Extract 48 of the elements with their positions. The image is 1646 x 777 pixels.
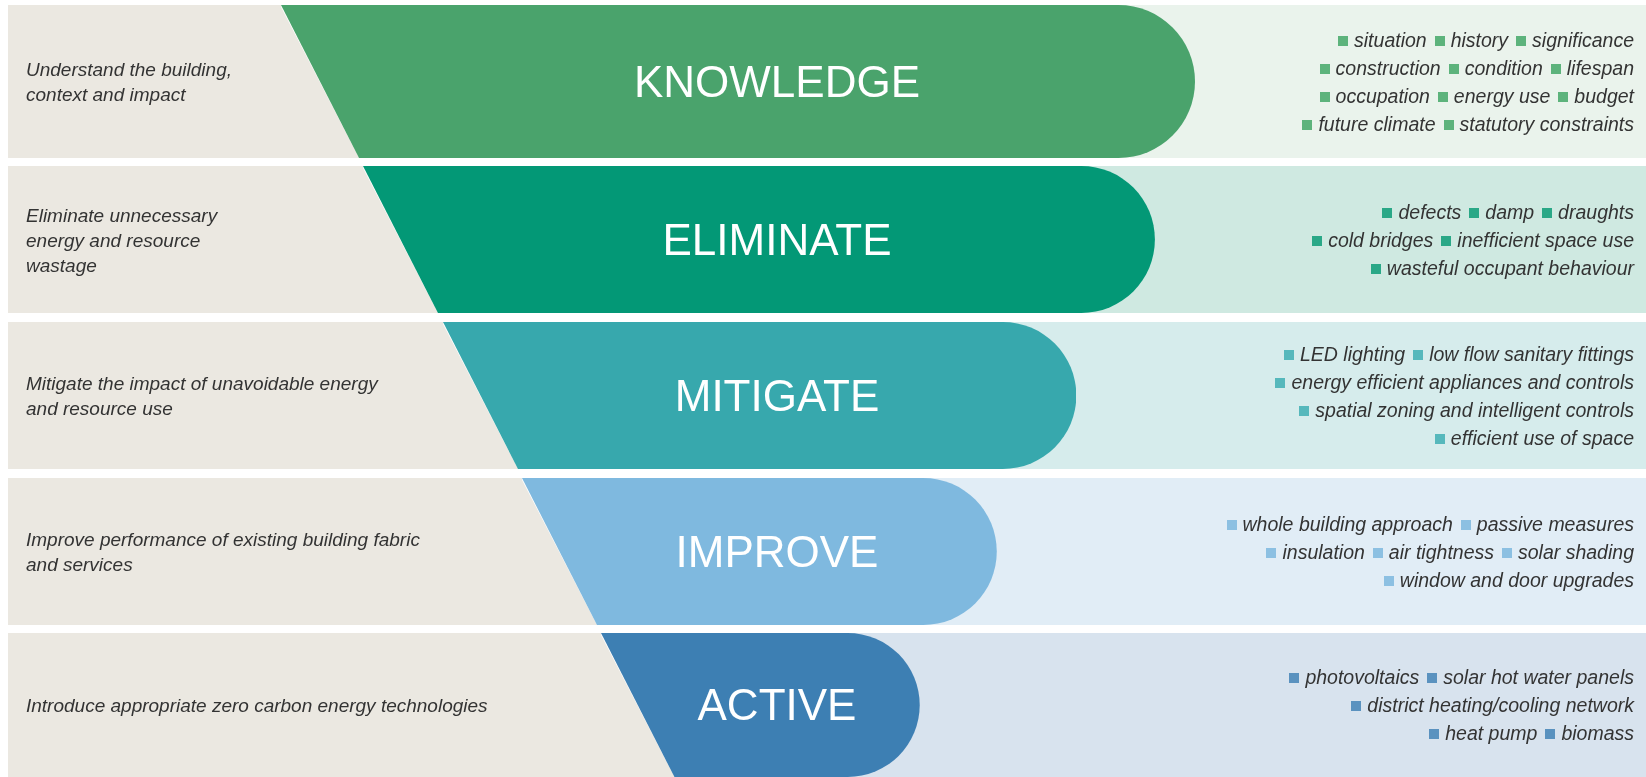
list-item: damp: [1485, 200, 1535, 223]
list-item: wasteful occupant behaviour: [1386, 256, 1634, 279]
list-item: budget: [1574, 84, 1634, 107]
list-item: defects: [1398, 200, 1462, 223]
description-text: Introduce appropriate zero carbon energy technologies: [26, 693, 489, 718]
list-item: heat pump: [1445, 722, 1538, 744]
list-item: statutory constraints: [1459, 112, 1634, 135]
list-item: energy efficient appliances and controls: [1291, 370, 1634, 393]
list-item: LED lighting: [1300, 342, 1406, 365]
stage-title: KNOWLEDGE: [634, 56, 920, 107]
list-item: whole building approach: [1242, 512, 1453, 535]
description-text: Improve performance of existing building fabric and services: [26, 527, 421, 577]
description-text: Eliminate unnecessary energy and resource wastage: [26, 203, 219, 277]
list-item: solar shading: [1518, 540, 1634, 563]
list-item: situation: [1354, 28, 1427, 51]
list-item: history: [1450, 28, 1509, 51]
list-item: insulation: [1282, 540, 1365, 563]
stage-title: ACTIVE: [697, 680, 857, 730]
list-item: solar hot water panels: [1443, 666, 1634, 688]
description-text: Mitigate the impact of unavoidable energy and resource use: [26, 371, 380, 421]
funnel-band: [363, 166, 1155, 313]
list-item: spatial zoning and intelligent controls: [1315, 398, 1634, 421]
list-item: draughts: [1558, 200, 1634, 223]
stage-title: MITIGATE: [674, 370, 880, 421]
list-item: district heating/cooling network: [1367, 694, 1634, 716]
list-item: significance: [1532, 28, 1634, 51]
funnel-band: [442, 322, 1076, 469]
list-item: photovoltaics: [1305, 666, 1420, 688]
funnel-band: [522, 478, 997, 625]
list-item: occupation: [1335, 84, 1430, 107]
stage-title: ELIMINATE: [662, 214, 892, 265]
funnel-band: [281, 5, 1195, 158]
list-item: lifespan: [1566, 56, 1634, 79]
list-item: energy use: [1453, 84, 1551, 107]
list-item: inefficient space use: [1457, 228, 1634, 251]
list-item: condition: [1464, 56, 1543, 79]
list-item: window and door upgrades: [1399, 568, 1634, 591]
stage-title: IMPROVE: [675, 526, 879, 577]
description-text: Understand the building, context and impact: [26, 57, 233, 107]
list-item: cold bridges: [1328, 228, 1434, 251]
list-item: efficient use of space: [1450, 426, 1634, 449]
list-item: future climate: [1318, 112, 1436, 135]
list-item: passive measures: [1476, 512, 1634, 535]
funnel-band: [601, 633, 920, 777]
list-item: biomass: [1561, 722, 1634, 744]
list-item: construction: [1335, 56, 1441, 79]
list-item: air tightness: [1388, 540, 1494, 563]
list-item: low flow sanitary fittings: [1429, 342, 1634, 365]
